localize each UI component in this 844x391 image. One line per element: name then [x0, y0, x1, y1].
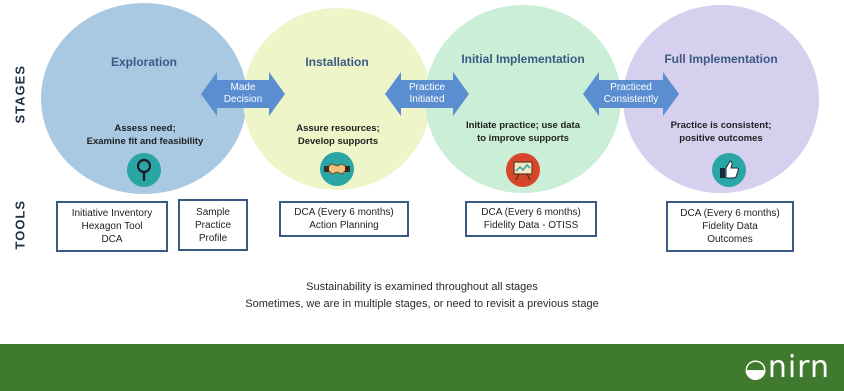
full-implementation-description: Practice is consistent; positive outcome… — [636, 119, 806, 145]
practiced-consistently-label: Practiced Consistently — [604, 82, 658, 106]
full-implementation-title: Full Implementation — [664, 52, 778, 66]
initial-implementation-title: Initial Implementation — [461, 52, 585, 66]
double-arrow-icon — [201, 72, 285, 116]
tool-line: Hexagon Tool — [81, 221, 143, 232]
initial-implementation-description-line1: Initiate practice; use data — [465, 120, 581, 131]
practice-initiated-label: Practice Initiated — [409, 82, 445, 106]
tool-line: DCA (Every 6 months) — [294, 207, 394, 218]
double-arrow-icon — [385, 72, 469, 116]
made-decision-line1: Made — [230, 82, 256, 93]
tool-line: DCA (Every 6 months) — [481, 207, 581, 218]
made-decision-label: Made Decision — [224, 82, 262, 106]
initial-implementation-description-line2: to improve supports — [477, 133, 569, 144]
tools-label: TOOLS — [12, 199, 28, 250]
tool-line: Fidelity Data - OTISS — [483, 220, 579, 231]
full-implementation-description-line2: positive outcomes — [679, 133, 763, 144]
installation-description-line1: Assure resources; — [296, 123, 380, 134]
practice-initiated-line2: Initiated — [409, 94, 445, 105]
practiced-consistently-line2: Consistently — [603, 94, 659, 105]
tool-line: Practice — [194, 219, 232, 231]
tool-line: Initiative Inventory — [71, 208, 153, 219]
full-implementation-description-line1: Practice is consistent; — [670, 120, 772, 131]
tool-box-exploration: Initiative Inventory Hexagon Tool DCA — [56, 201, 168, 252]
tool-line: Sample — [196, 206, 230, 218]
handshake-icon — [320, 152, 354, 186]
practice-initiated-line1: Practice — [408, 82, 446, 93]
tool-line: Action Planning — [309, 220, 379, 231]
thumbs-up-icon — [712, 153, 746, 187]
tool-line: Profile — [198, 232, 228, 244]
logo-mark-icon: ◒ — [744, 354, 768, 384]
footer-bar: ◒nirn — [0, 344, 844, 391]
made-decision-line2: Decision — [223, 94, 263, 105]
stages-label: STAGES — [12, 65, 28, 124]
tool-line: Outcomes — [707, 234, 753, 245]
magnifier-icon — [127, 153, 161, 187]
tool-line: DCA (Every 6 months) — [680, 208, 780, 219]
tool-line: DCA — [101, 234, 123, 245]
installation-description-line2: Develop supports — [297, 136, 379, 147]
installation-description: Assure resources; Develop supports — [258, 122, 418, 148]
presentation-board-icon — [506, 153, 540, 187]
tool-box-installation: DCA (Every 6 months) Action Planning — [279, 201, 409, 237]
practiced-consistently-arrow: Practiced Consistently — [583, 70, 679, 118]
made-decision-arrow: Made Decision — [201, 70, 285, 118]
initial-implementation-description: Initiate practice; use data to improve s… — [438, 119, 608, 145]
practiced-consistently-line1: Practiced — [610, 82, 652, 93]
logo-text: nirn — [767, 350, 830, 385]
tool-box-initial-implementation: DCA (Every 6 months) Fidelity Data - OTI… — [465, 201, 597, 237]
exploration-description-line2: Examine fit and feasibility — [86, 136, 204, 147]
nirn-logo: ◒nirn — [744, 350, 830, 385]
exploration-description-line1: Assess need; — [114, 123, 176, 134]
installation-title: Installation — [305, 55, 369, 69]
tool-box-full-implementation: DCA (Every 6 months) Fidelity Data Outco… — [666, 201, 794, 252]
double-arrow-icon — [583, 72, 679, 116]
multiple-stages-note: Sometimes, we are in multiple stages, or… — [245, 298, 599, 310]
tool-line: Fidelity Data — [702, 221, 758, 232]
tool-box-sample-profile: Sample Practice Profile — [178, 199, 248, 251]
sustainability-note: Sustainability is examined throughout al… — [306, 281, 538, 293]
exploration-title: Exploration — [110, 55, 177, 69]
exploration-description: Assess need; Examine fit and feasibility — [60, 122, 230, 148]
practice-initiated-arrow: Practice Initiated — [385, 70, 469, 118]
